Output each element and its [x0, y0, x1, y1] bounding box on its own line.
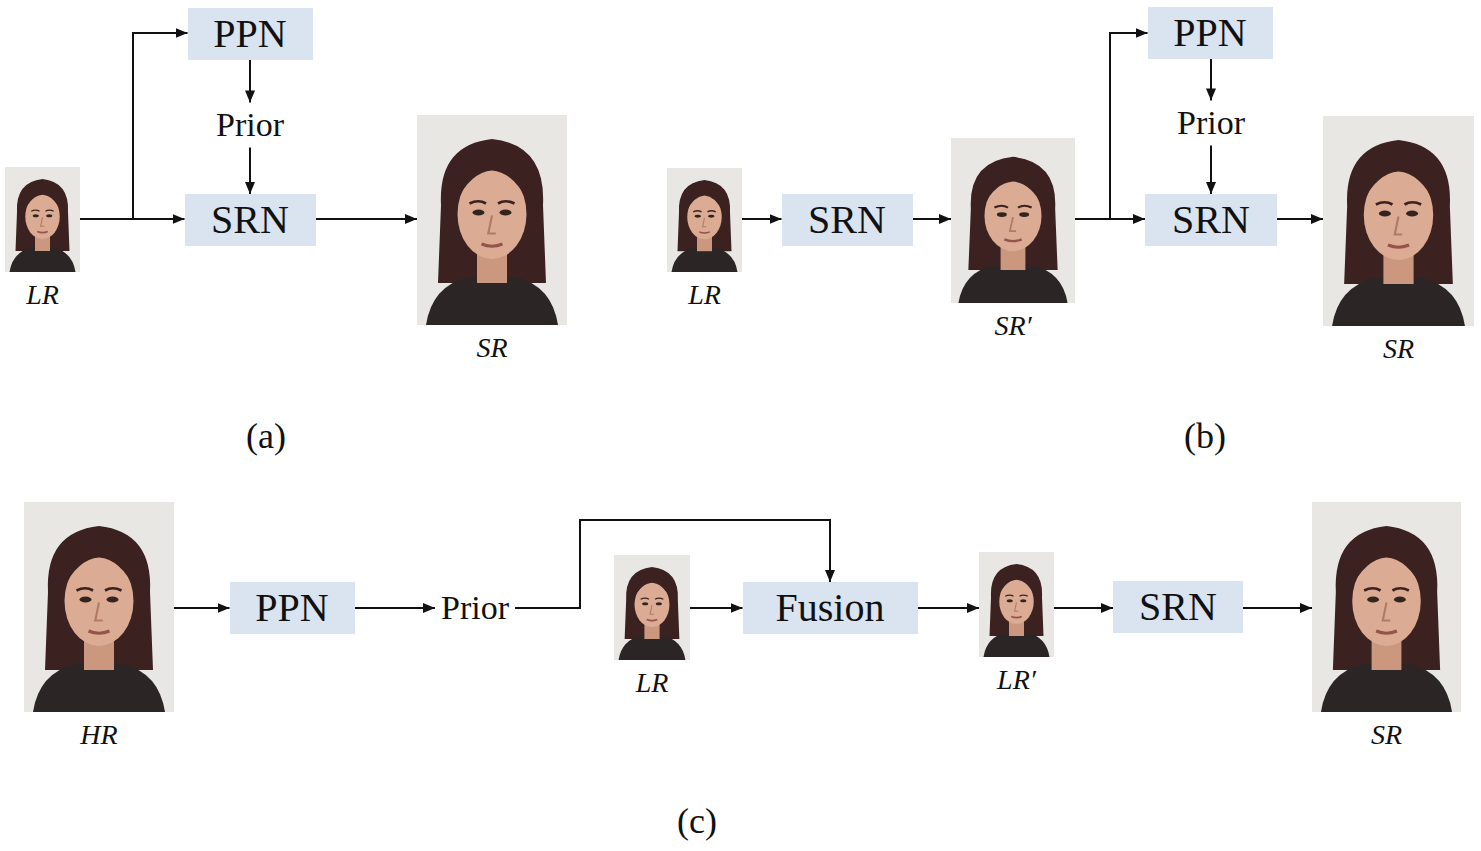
arrow-connector [1210, 146, 1212, 194]
face-image [417, 115, 567, 325]
face-photo: SR [1323, 116, 1474, 365]
arrow-connector [174, 607, 230, 609]
node-label: PPN [255, 586, 328, 630]
arrow-connector [690, 607, 743, 609]
face-image [1312, 502, 1461, 712]
arrow-connector [1075, 33, 1148, 219]
process-box: SRN [185, 194, 316, 246]
face-photo: LR [614, 555, 690, 699]
arrow-connector [918, 607, 980, 609]
node-label: SRN [211, 198, 289, 242]
node-label: Fusion [776, 586, 885, 630]
prior-text-node: Prior [1171, 100, 1251, 145]
process-box: PPN [230, 582, 355, 634]
node-label: PPN [1173, 11, 1246, 55]
face-photo: SR′ [951, 138, 1075, 342]
face-illustration [1312, 502, 1461, 712]
face-illustration [5, 167, 80, 272]
face-image [667, 168, 742, 272]
face-photo: LR [667, 168, 742, 311]
arrow-connector [1075, 218, 1145, 220]
arrow-connector [249, 60, 251, 102]
face-illustration [24, 502, 174, 712]
process-box: PPN [188, 8, 313, 60]
process-box: SRN [782, 194, 913, 246]
prior-text-node: Prior [435, 585, 515, 630]
node-label: PPN [213, 12, 286, 56]
face-illustration [951, 138, 1075, 303]
panel-label: (a) [246, 417, 286, 457]
node-label: Prior [216, 105, 284, 144]
node-label: Prior [441, 588, 509, 627]
face-illustration [614, 555, 690, 660]
image-label: LR [5, 280, 80, 311]
image-label: LR [667, 280, 742, 311]
process-box: Fusion [743, 582, 918, 634]
face-illustration [1323, 116, 1474, 326]
face-photo: HR [24, 502, 174, 751]
face-image [24, 502, 174, 712]
image-label: SR′ [951, 311, 1075, 342]
arrow-connector [80, 33, 188, 219]
panel-label: (b) [1184, 417, 1226, 457]
node-label: SRN [1172, 198, 1250, 242]
image-label: HR [24, 720, 174, 751]
face-image [1323, 116, 1474, 326]
node-label: SRN [808, 198, 886, 242]
arrow-connector [742, 218, 782, 220]
process-box: SRN [1145, 194, 1277, 246]
prior-text-node: Prior [210, 102, 290, 147]
arrow-connector [1277, 218, 1323, 220]
arrow-connector [1210, 59, 1212, 100]
process-box: PPN [1148, 7, 1273, 59]
node-label: SRN [1139, 585, 1217, 629]
arrow-connector [913, 218, 952, 220]
face-photo: LR [5, 167, 80, 311]
arrow-connector [80, 218, 185, 220]
face-image [614, 555, 690, 660]
face-image [979, 552, 1054, 657]
face-illustration [417, 115, 567, 325]
image-label: LR [614, 668, 690, 699]
face-photo: LR′ [979, 552, 1054, 696]
face-photo: SR [417, 115, 567, 364]
face-photo: SR [1312, 502, 1461, 751]
image-label: SR [1312, 720, 1461, 751]
arrow-connector [1243, 607, 1312, 609]
node-label: Prior [1177, 103, 1245, 142]
face-illustration [667, 168, 742, 272]
image-label: SR [417, 333, 567, 364]
arrow-connector [249, 148, 251, 194]
arrow-connector [1054, 607, 1113, 609]
arrow-connector [316, 218, 418, 220]
image-label: LR′ [979, 665, 1054, 696]
image-label: SR [1323, 334, 1474, 365]
face-image [5, 167, 80, 272]
face-image [951, 138, 1075, 303]
panel-label: (c) [677, 802, 717, 842]
face-illustration [979, 552, 1054, 657]
process-box: SRN [1113, 581, 1243, 633]
arrow-connector [355, 607, 436, 609]
